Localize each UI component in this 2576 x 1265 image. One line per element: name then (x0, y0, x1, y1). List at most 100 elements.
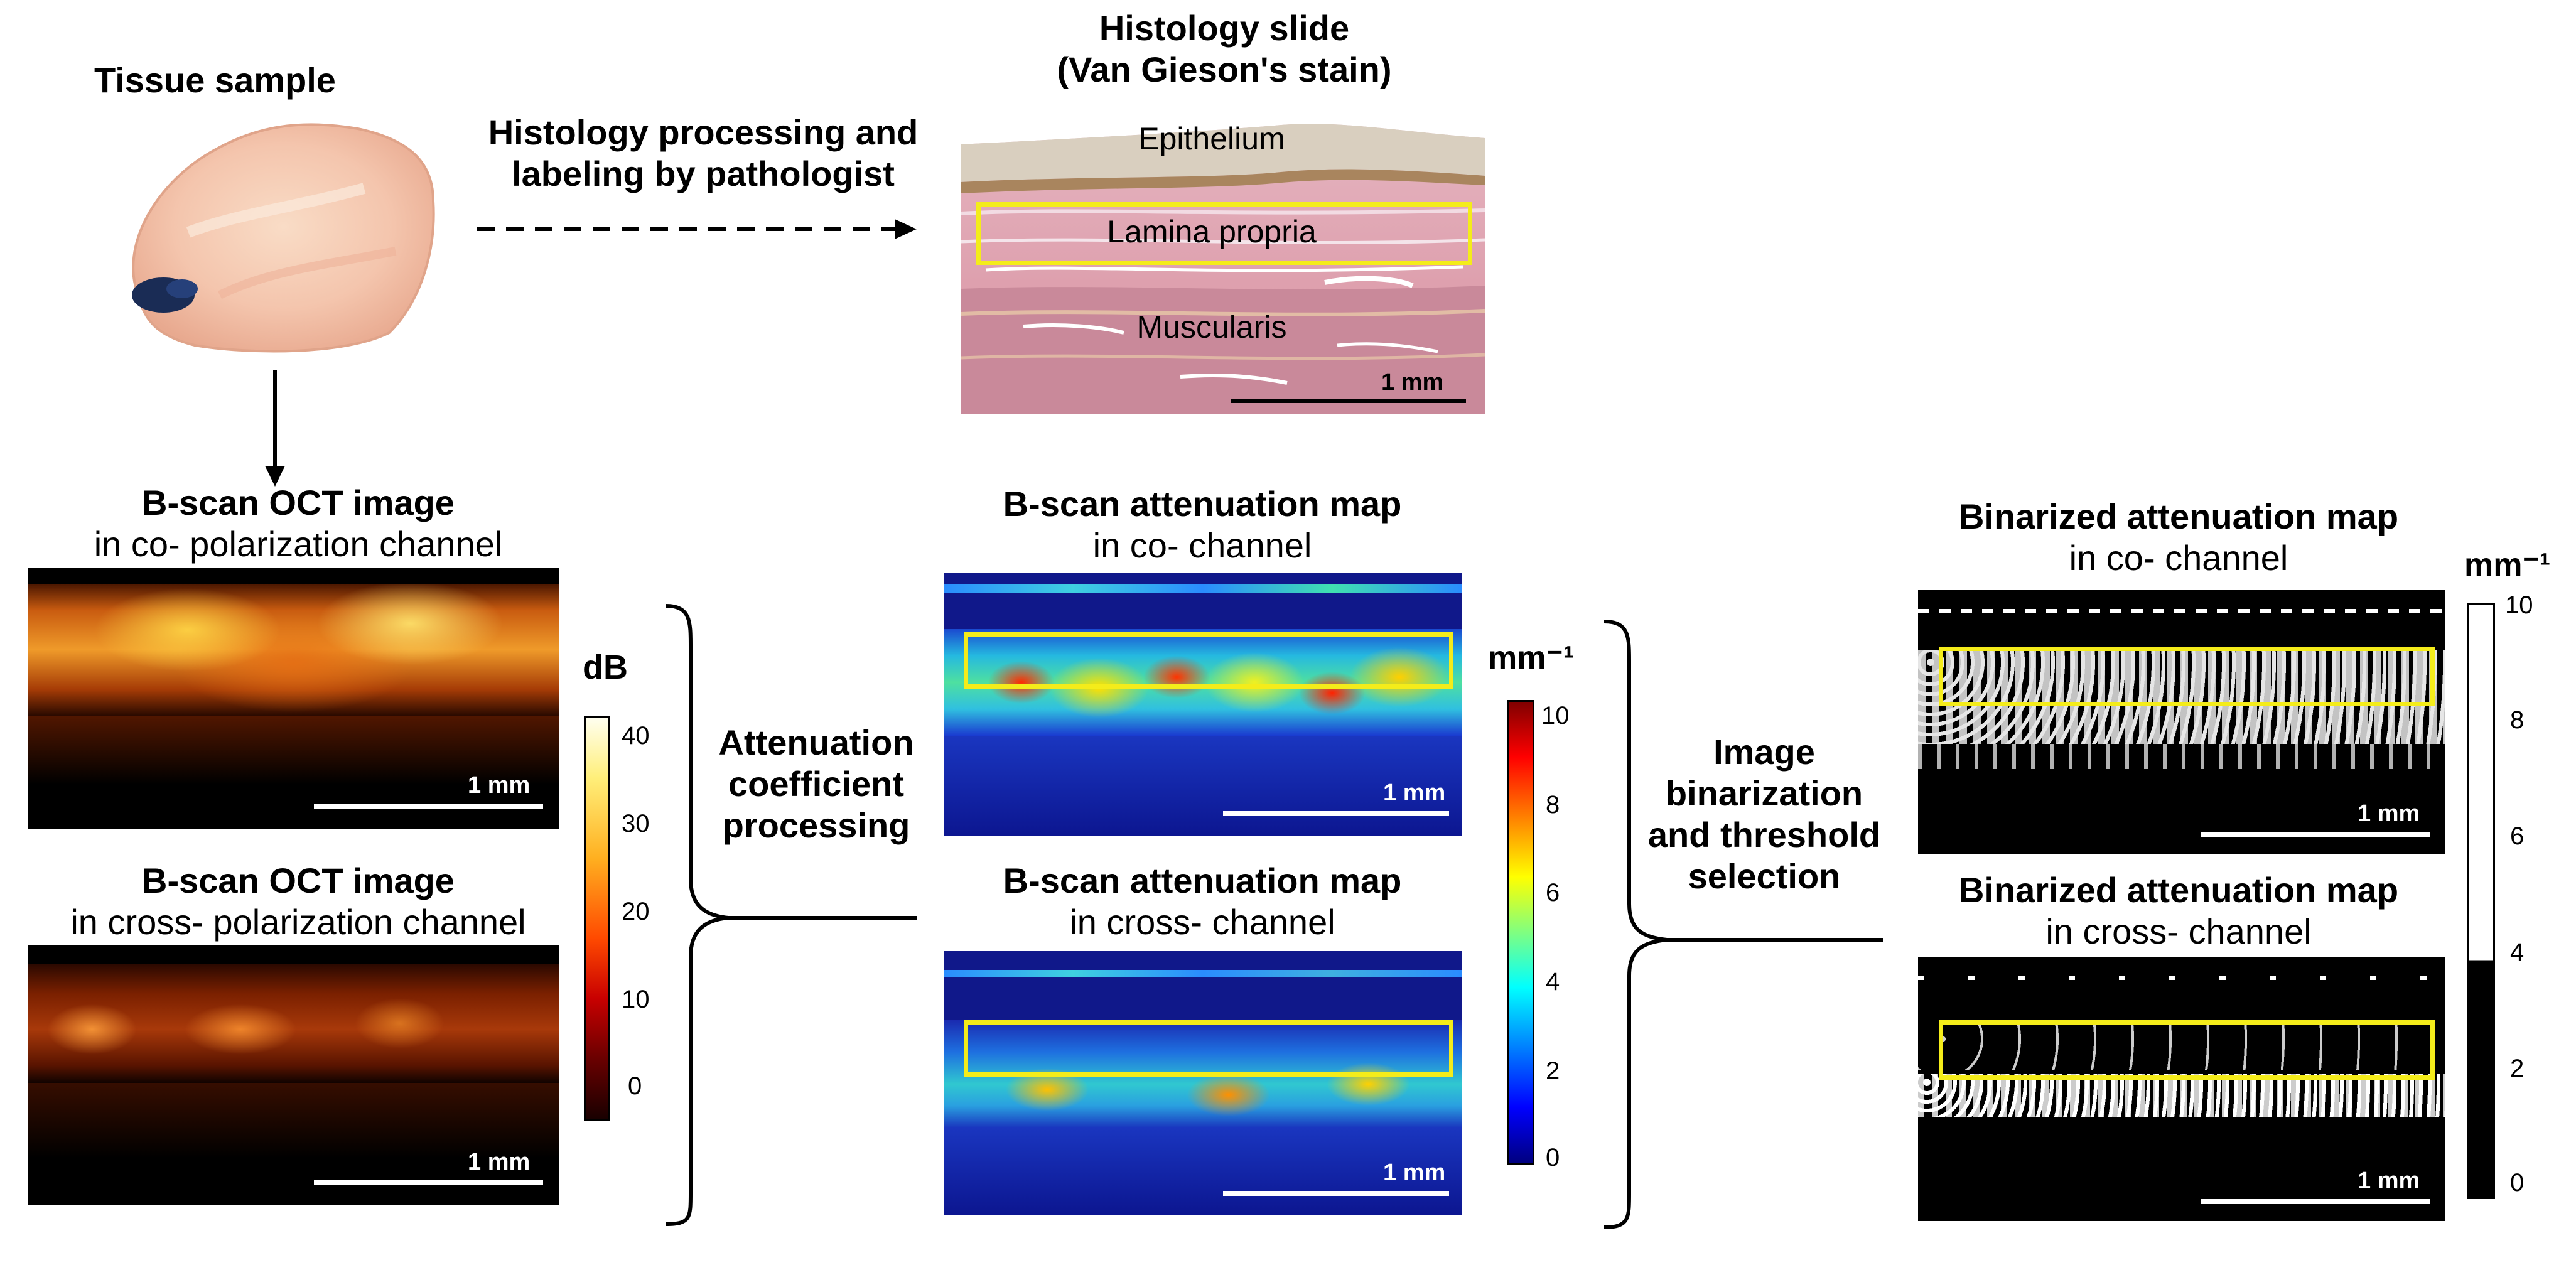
atten-co-surface (944, 584, 1462, 593)
bin-co-lower (1918, 744, 2445, 769)
bin-cross-title: Binarized attenuation map (1958, 870, 2399, 910)
atten-co-bottom (944, 736, 1462, 836)
bin-co-title: Binarized attenuation map (1958, 497, 2399, 536)
oct-co-deep (28, 716, 559, 785)
jet-tick-2: 2 (1546, 1057, 1560, 1085)
jet-tick-0: 0 (1546, 1144, 1560, 1171)
histology-title-line1: Histology slide (1099, 8, 1350, 48)
histology-arrow-label-line1: Histology processing and (488, 112, 919, 152)
bin-colorbar (2467, 603, 2495, 1199)
bin-cross-subtitle: in cross- channel (2045, 912, 2312, 951)
bin-cross-band-sparse (1918, 1020, 2445, 1070)
atten-cross-heading: B-scan attenuation map in cross- channel (926, 860, 1479, 943)
atten-cross-scalebar (1223, 1191, 1449, 1196)
bin-cross-heading: Binarized attenuation map in cross- chan… (1902, 869, 2455, 952)
bin-co-band (1918, 650, 2445, 744)
histology-scalebar (1231, 399, 1466, 403)
bin-tick-0: 0 (2510, 1169, 2525, 1197)
oct-co-scalebar (314, 804, 543, 809)
layer-label-lamina-propria: Lamina propria (1107, 214, 1317, 249)
atten-co-heading: B-scan attenuation map in co- channel (926, 483, 1479, 566)
bin-co-surface (1918, 609, 2445, 613)
step1-line3: processing (722, 805, 910, 845)
step1-line1: Attenuation (718, 723, 914, 762)
bin-colorbar-unit: mm⁻¹ (2464, 547, 2551, 583)
oct-co-heading: B-scan OCT image in co- polarization cha… (28, 482, 568, 565)
bin-co-roi-box (1939, 647, 2435, 706)
bin-co-heading: Binarized attenuation map in co- channel (1902, 496, 2455, 579)
oct-cross-scalebar-label: 1 mm (468, 1149, 531, 1175)
atten-co-map: 1 mm (944, 573, 1462, 836)
jet-tick-6: 6 (1546, 879, 1560, 907)
bin-cross-surface (1918, 976, 2445, 980)
jet-tick-10: 10 (1541, 702, 1570, 729)
histology-scalebar-label: 1 mm (1381, 369, 1444, 396)
atten-cross-subtitle: in cross- channel (1069, 902, 1335, 942)
atten-co-roi-box (964, 632, 1453, 689)
db-colorbar-unit: dB (583, 649, 628, 686)
bin-cross-scalebar (2201, 1199, 2430, 1204)
layer-label-muscularis: Muscularis (1136, 310, 1287, 345)
db-tick-10: 10 (622, 986, 650, 1013)
step2-line2: binarization (1665, 773, 1863, 813)
binarization-label: Image binarization and threshold selecti… (1632, 731, 1896, 897)
bin-cross-map: 1 mm (1918, 957, 2445, 1221)
step2-line3: and threshold (1647, 815, 1881, 854)
oct-cross-deep (28, 1083, 559, 1158)
atten-co-band (944, 629, 1462, 736)
bin-cross-scalebar-label: 1 mm (2358, 1168, 2420, 1194)
db-tick-0: 0 (628, 1072, 642, 1100)
atten-co-title: B-scan attenuation map (1003, 484, 1402, 524)
tissue-sample-photo (94, 107, 452, 358)
oct-cross-title: B-scan OCT image (142, 861, 455, 900)
atten-cross-bottom (944, 1127, 1462, 1215)
oct-cross-heading: B-scan OCT image in cross- polarization … (28, 860, 568, 943)
db-colorbar (584, 716, 610, 1121)
bin-co-subtitle: in co- channel (2069, 538, 2288, 578)
bin-tick-8: 8 (2510, 706, 2525, 734)
jet-tick-4: 4 (1546, 968, 1560, 996)
oct-co-scalebar-label: 1 mm (468, 772, 531, 799)
oct-co-image: 1 mm (28, 568, 559, 829)
oct-cross-signal (28, 964, 559, 1083)
bin-tick-6: 6 (2510, 822, 2525, 850)
bin-tick-2: 2 (2510, 1055, 2525, 1082)
atten-cross-map: 1 mm (944, 951, 1462, 1215)
atten-co-scalebar (1223, 811, 1449, 816)
atten-co-subtitle: in co- channel (1092, 525, 1312, 565)
step2-line1: Image (1713, 732, 1815, 772)
jet-tick-8: 8 (1546, 791, 1560, 819)
tissue-sample-title: Tissue sample (94, 60, 336, 100)
layer-label-epithelium: Epithelium (1138, 121, 1285, 156)
db-tick-30: 30 (622, 810, 650, 837)
step2-line4: selection (1688, 856, 1841, 896)
oct-cross-scalebar (314, 1180, 543, 1185)
attenuation-processing-label: Attenuation coefficient processing (697, 722, 935, 846)
step1-line2: coefficient (728, 764, 905, 804)
db-tick-40: 40 (622, 722, 650, 750)
histology-roi-box (976, 202, 1472, 265)
bin-co-scalebar (2201, 832, 2430, 837)
jet-colorbar-unit: mm⁻¹ (1488, 640, 1575, 676)
oct-cross-subtitle: in cross- polarization channel (70, 902, 526, 942)
bin-tick-10: 10 (2505, 591, 2533, 619)
atten-cross-title: B-scan attenuation map (1003, 861, 1402, 900)
histology-title: Histology slide (Van Gieson's stain) (954, 8, 1494, 90)
bin-cross-roi-box (1939, 1020, 2435, 1080)
histology-slide-image: Epithelium Lamina propria Muscularis 1 m… (961, 107, 1485, 414)
atten-cross-surface (944, 970, 1462, 977)
atten-co-scalebar-label: 1 mm (1383, 780, 1446, 806)
bin-co-map: 1 mm (1918, 590, 2445, 854)
oct-co-signal (28, 584, 559, 716)
oct-co-title: B-scan OCT image (142, 483, 455, 522)
histology-arrow-label-line2: labeling by pathologist (512, 154, 895, 193)
bin-cross-band-dense (1918, 1074, 2445, 1117)
oct-co-subtitle: in co- polarization channel (94, 524, 503, 564)
histology-title-line2: (Van Gieson's stain) (1057, 50, 1392, 89)
atten-cross-roi-box (964, 1020, 1453, 1077)
bin-tick-4: 4 (2510, 939, 2525, 966)
oct-cross-image: 1 mm (28, 945, 559, 1205)
histology-arrow-label: Histology processing and labeling by pat… (465, 112, 942, 195)
jet-colorbar (1507, 700, 1534, 1165)
atten-cross-scalebar-label: 1 mm (1383, 1160, 1446, 1186)
